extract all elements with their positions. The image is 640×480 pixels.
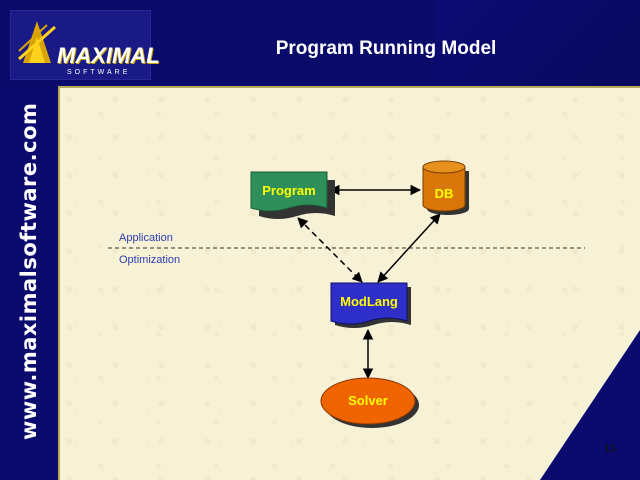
corner-decoration [540, 330, 640, 480]
logo-subtitle: SOFTWARE [67, 69, 131, 76]
solver-label: Solver [348, 393, 388, 408]
db-label: DB [434, 186, 454, 201]
application-layer-label: Application [119, 232, 173, 244]
modlang-label: ModLang [340, 294, 398, 309]
maximal-logo: MAXIMAL SOFTWARE [10, 10, 160, 80]
db-node [422, 160, 469, 215]
edge-program-modlang [297, 217, 363, 283]
program-label: Program [262, 183, 316, 198]
logo-wordmark: MAXIMAL [57, 43, 160, 68]
slide-title: Program Running Model [275, 38, 497, 59]
modlang-node [330, 282, 411, 328]
optimization-layer-label: Optimization [119, 254, 181, 266]
page-number: 15 [604, 441, 616, 455]
header-accent [435, 0, 640, 88]
solver-node [320, 377, 419, 428]
logo-emblem-icon [18, 21, 56, 63]
edge-db-modlang [377, 213, 441, 283]
program-node [250, 171, 335, 219]
